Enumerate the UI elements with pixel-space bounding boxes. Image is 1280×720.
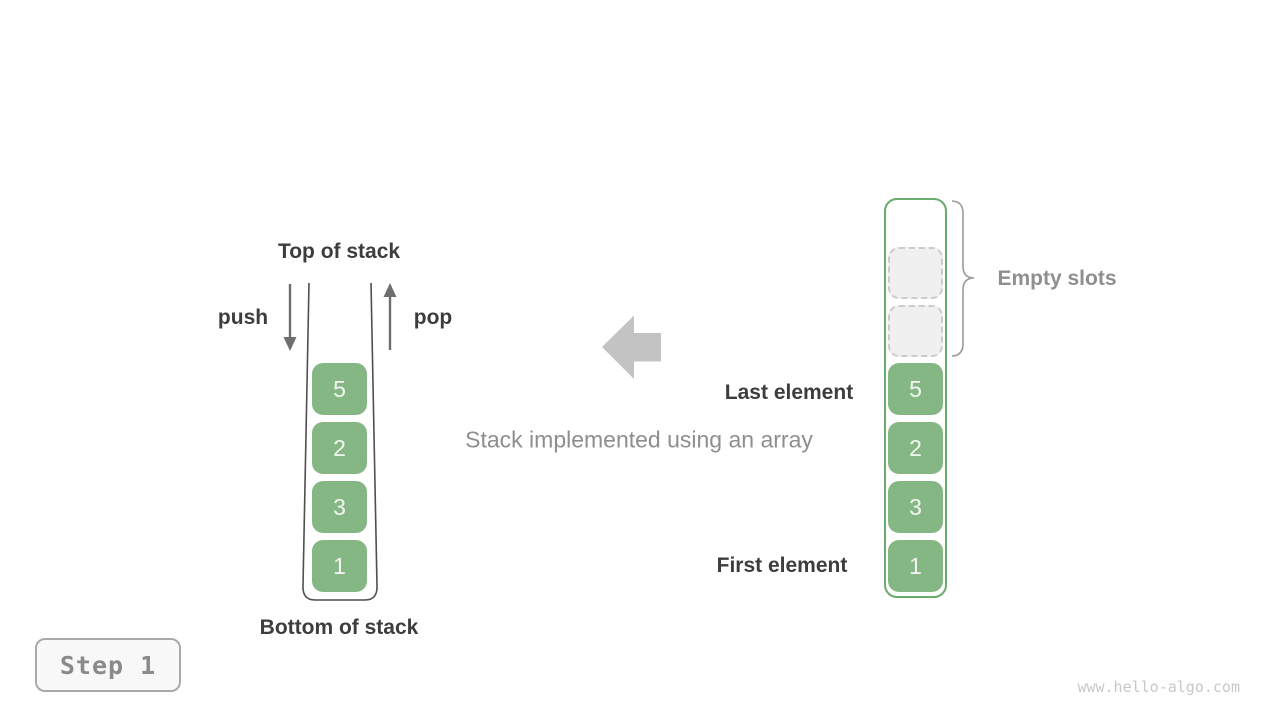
array-cell: 5 xyxy=(888,363,943,415)
bottom-of-stack-label: Bottom of stack xyxy=(259,616,419,639)
last-element-label: Last element xyxy=(724,381,854,404)
stack-cell: 5 xyxy=(312,363,367,415)
top-of-stack-label: Top of stack xyxy=(277,240,401,263)
empty-slots-brace-icon xyxy=(951,200,975,357)
array-cell: 2 xyxy=(888,422,943,474)
first-element-label: First element xyxy=(716,554,848,577)
left-block-arrow-icon xyxy=(602,315,661,379)
push-arrow-down-icon xyxy=(283,284,297,351)
empty-slots-label: Empty slots xyxy=(997,267,1117,290)
stack-cell: 3 xyxy=(312,481,367,533)
array-cell: 3 xyxy=(888,481,943,533)
diagram-caption: Stack implemented using an array xyxy=(465,426,813,453)
stack-cell: 1 xyxy=(312,540,367,592)
step-badge: Step 1 xyxy=(35,638,181,692)
stack-cell: 2 xyxy=(312,422,367,474)
stack-container-outline xyxy=(302,282,378,601)
pop-arrow-up-icon xyxy=(383,283,397,350)
empty-slot xyxy=(888,247,943,299)
push-label: push xyxy=(217,306,269,329)
empty-slot xyxy=(888,305,943,357)
pop-label: pop xyxy=(413,306,453,329)
watermark: www.hello-algo.com xyxy=(1077,678,1240,696)
array-cell: 1 xyxy=(888,540,943,592)
